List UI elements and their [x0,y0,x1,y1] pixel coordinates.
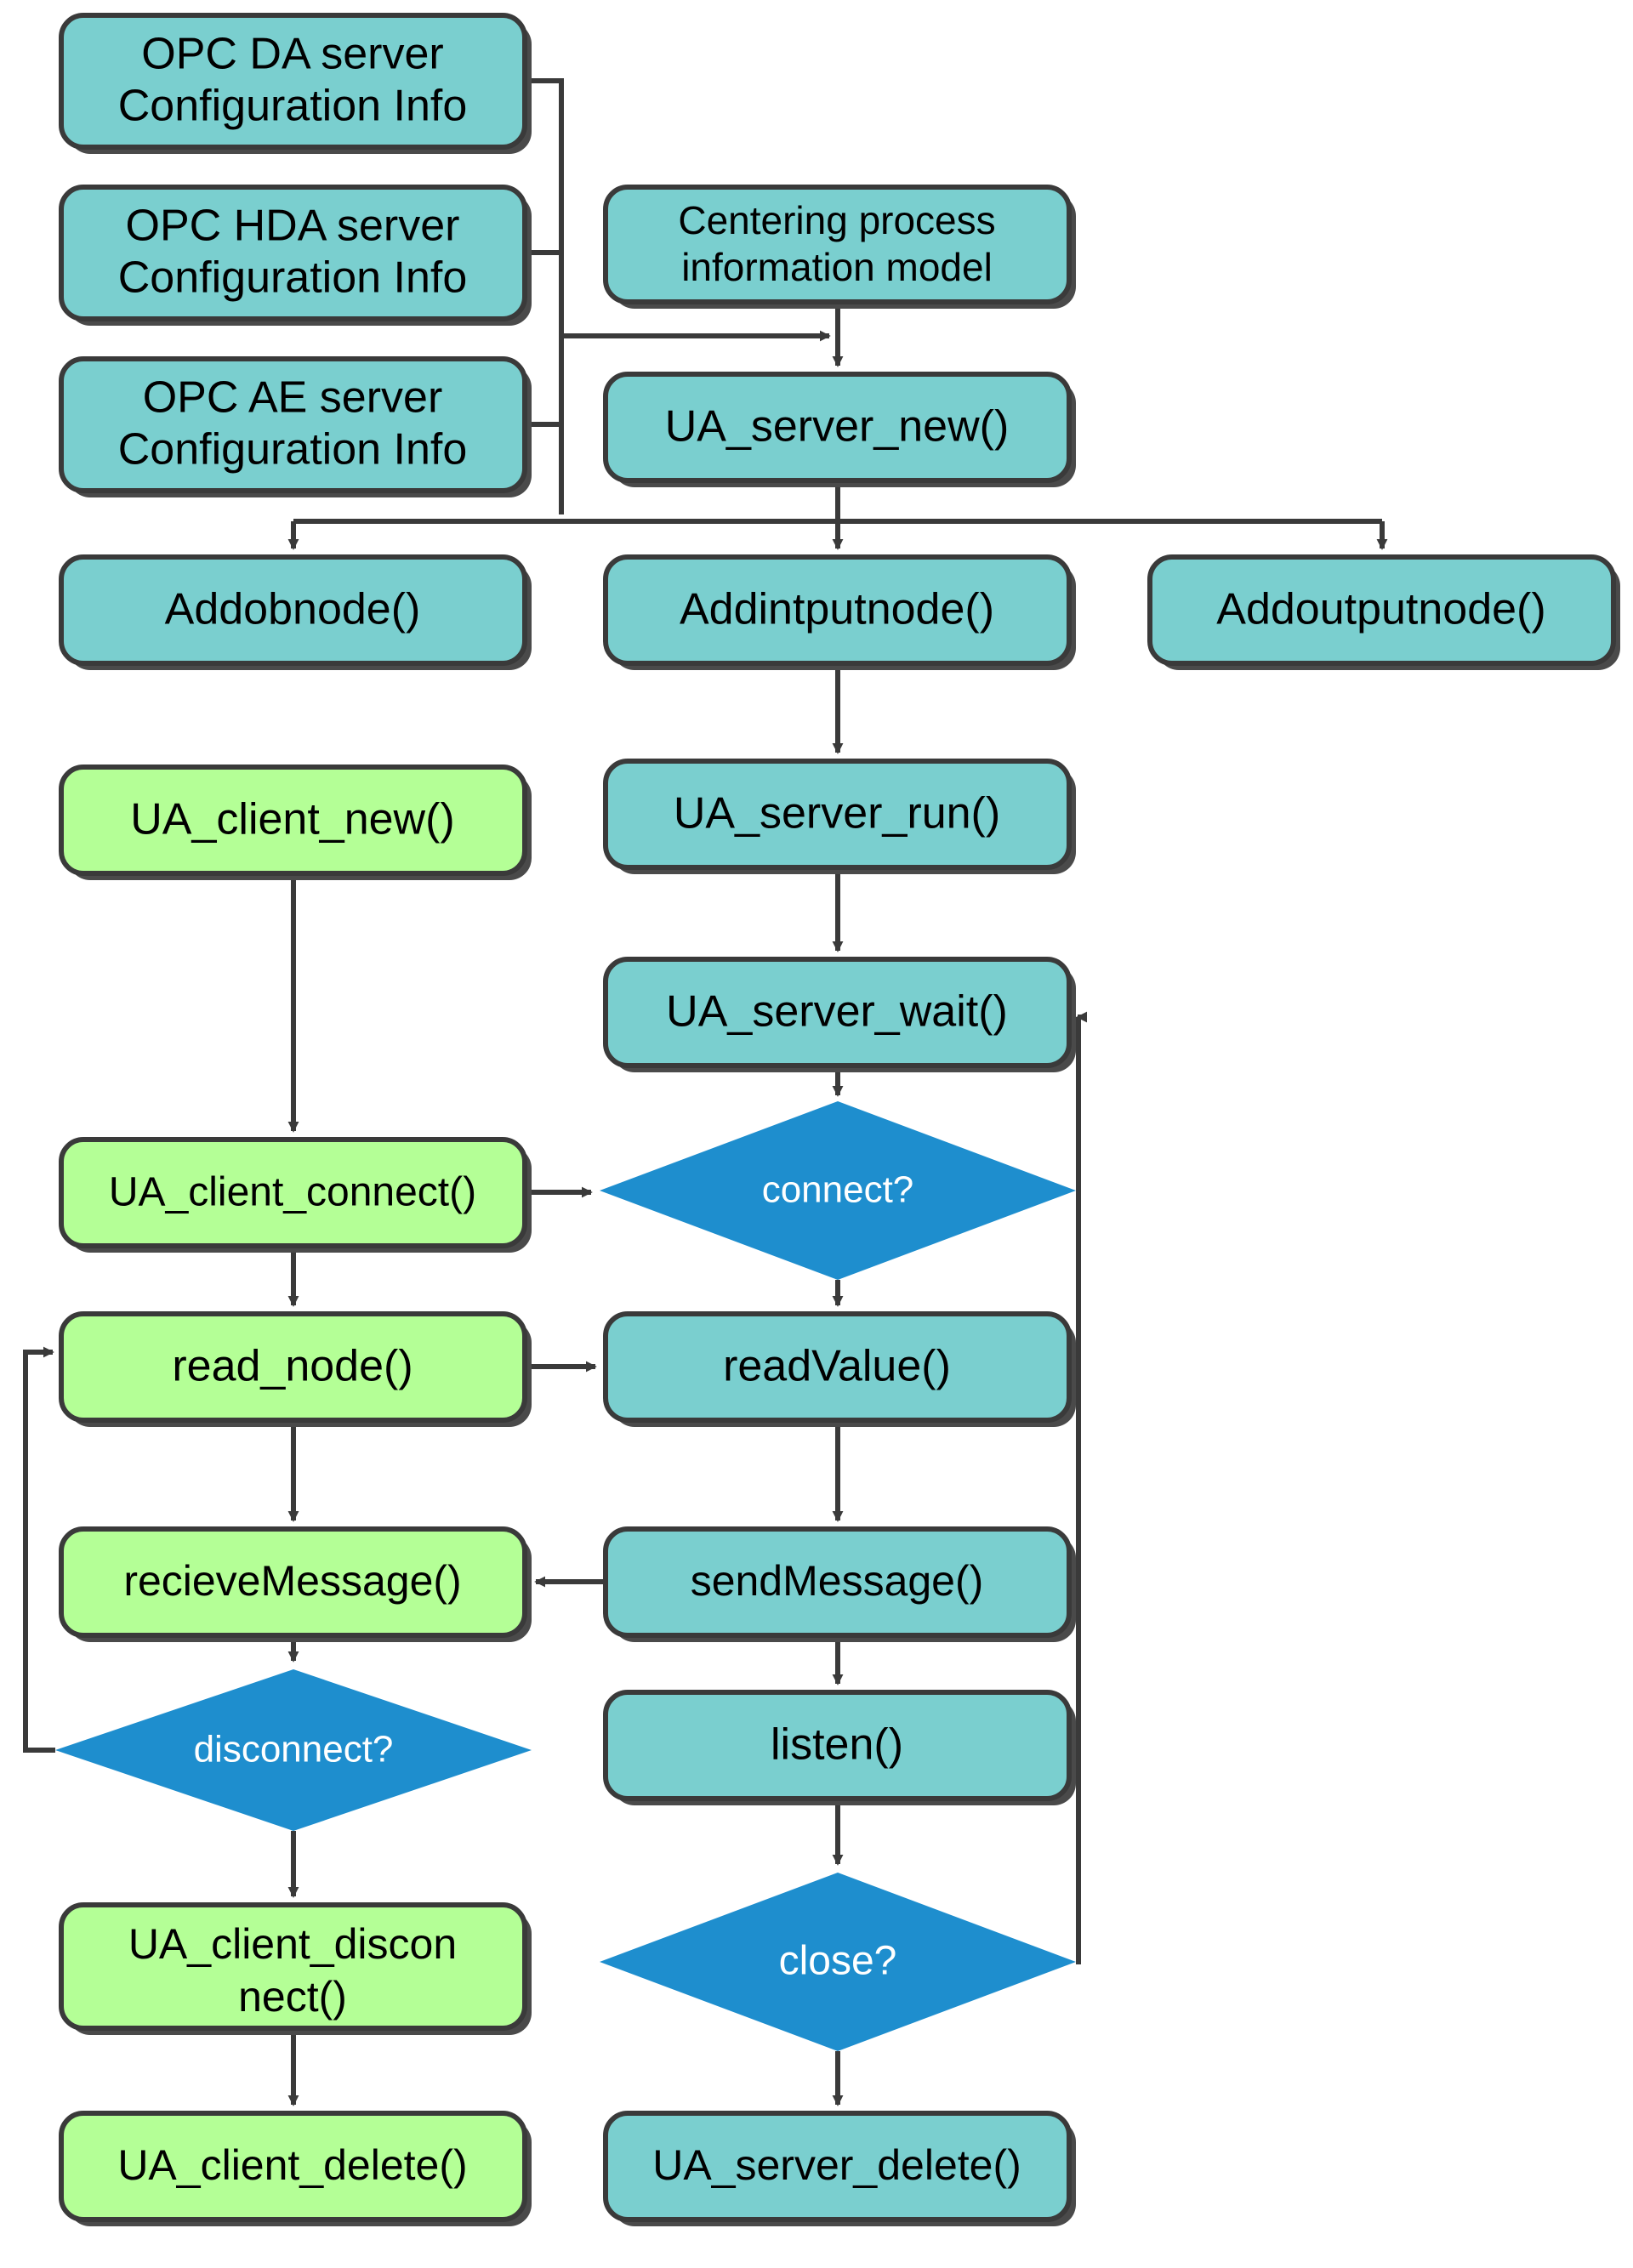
node-addobnode[interactable]: Addobnode() [59,554,532,670]
edge-opc-da-bus [525,78,564,514]
node-label: UA_client_new() [130,795,455,844]
node-label: listen() [771,1720,903,1770]
node-label: UA_client_connect() [109,1170,476,1215]
node-ua-client-delete[interactable]: UA_client_delete() [59,2111,532,2226]
node-ua-server-new[interactable]: UA_server_new() [603,372,1076,487]
node-label-line1: OPC AE server [143,373,443,423]
node-label: sendMessage() [691,1557,984,1605]
edge-close-loop-to-server-wait [1076,1011,1088,1964]
decision-connect[interactable]: connect? [600,1101,1076,1280]
node-opc-da-server-config[interactable]: OPC DA server Configuration Info [59,13,532,154]
node-label-line2: nect() [238,1973,347,2021]
node-read-node[interactable]: read_node() [59,1311,532,1427]
node-label-line2: Configuration Info [118,425,468,475]
edge-disconnect-loop-to-read-node [23,1346,55,1753]
node-label: Addoutputnode() [1216,585,1545,634]
node-label-line2: information model [681,245,993,289]
node-label: read_node() [172,1342,413,1391]
decision-label: close? [779,1939,897,1984]
node-opc-hda-server-config[interactable]: OPC HDA server Configuration Info [59,185,532,326]
node-centering-process-information-model[interactable]: Centering process information model [603,185,1076,309]
node-label: Addintputnode() [680,585,994,634]
node-ua-client-disconnect[interactable]: UA_client_discon nect() [59,1902,532,2035]
node-label: UA_server_run() [674,789,1000,838]
decision-close[interactable]: close? [600,1873,1076,2051]
edge-layer [23,78,1388,2106]
node-ua-client-connect[interactable]: UA_client_connect() [59,1137,532,1253]
node-label-line1: OPC HDA server [126,202,460,251]
node-ua-server-wait[interactable]: UA_server_wait() [603,957,1076,1072]
node-label-line1: OPC DA server [141,30,443,79]
node-ua-server-run[interactable]: UA_server_run() [603,759,1076,874]
decision-label: disconnect? [194,1729,394,1771]
node-label-line1: UA_client_discon [128,1920,457,1968]
node-recieve-message[interactable]: recieveMessage() [59,1526,532,1642]
node-label-line2: Configuration Info [118,82,468,131]
node-ua-server-delete[interactable]: UA_server_delete() [603,2111,1076,2226]
node-addintputnode[interactable]: Addintputnode() [603,554,1076,670]
node-label: UA_server_new() [665,402,1010,452]
node-label: UA_server_wait() [666,987,1008,1037]
node-label: UA_server_delete() [652,2141,1021,2189]
decision-label: connect? [762,1169,914,1211]
node-label: UA_client_delete() [117,2141,467,2189]
node-addoutputnode[interactable]: Addoutputnode() [1147,554,1620,670]
node-opc-ae-server-config[interactable]: OPC AE server Configuration Info [59,356,532,497]
node-listen[interactable]: listen() [603,1690,1076,1805]
node-send-message[interactable]: sendMessage() [603,1526,1076,1642]
decision-disconnect[interactable]: disconnect? [55,1669,532,1831]
node-label: recieveMessage() [123,1557,461,1605]
node-read-value[interactable]: readValue() [603,1311,1076,1427]
node-label-line2: Configuration Info [118,253,468,303]
node-label: Addobnode() [165,585,421,634]
node-label: readValue() [723,1342,951,1391]
node-ua-client-new[interactable]: UA_client_new() [59,765,532,880]
node-label-line1: Centering process [678,198,995,242]
